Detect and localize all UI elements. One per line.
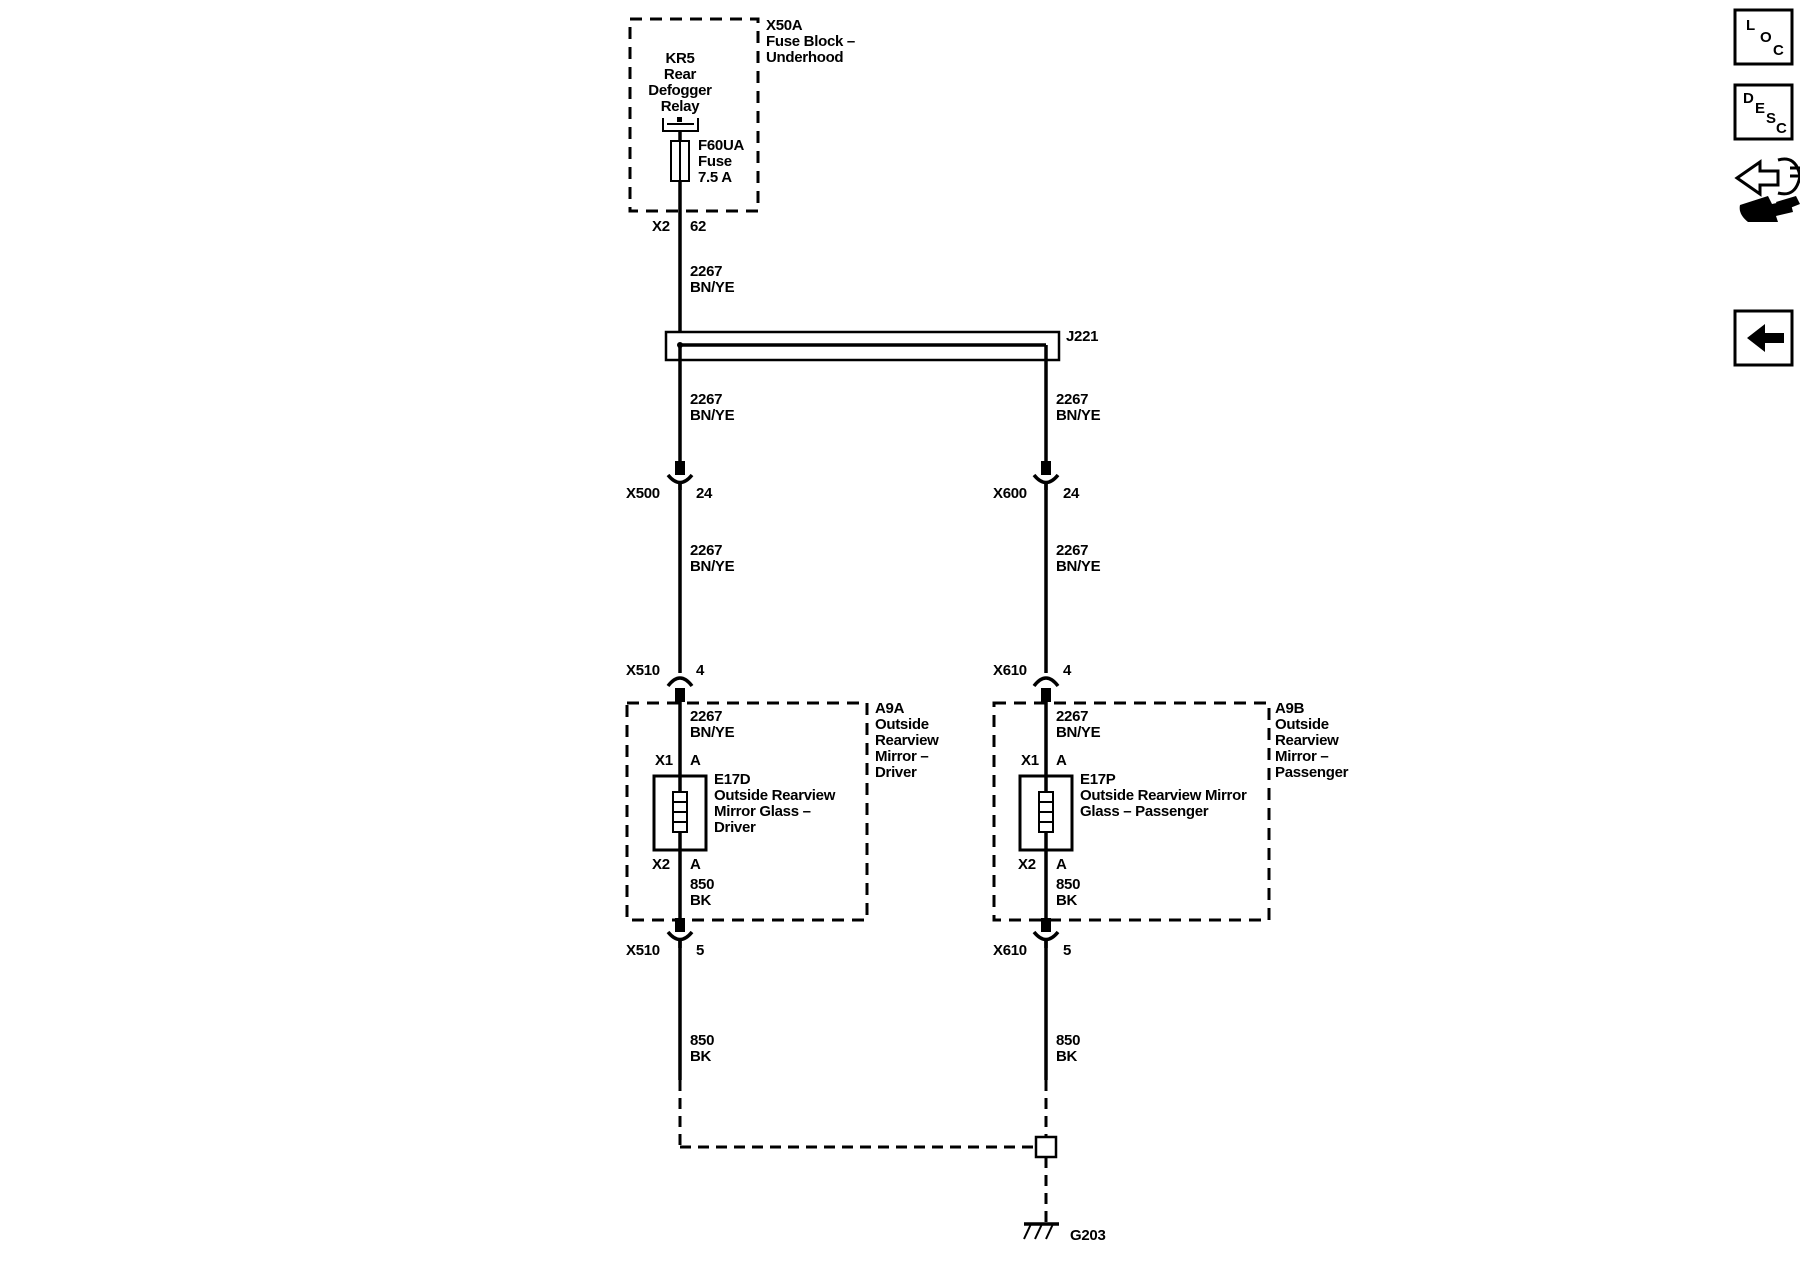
e17p-line-1: Outside Rearview Mirror — [1080, 787, 1247, 804]
connector-x510-pin4[interactable] — [666, 676, 694, 702]
e17p-line-2: Glass – Passenger — [1080, 803, 1209, 820]
connector-x600-pin: 24 — [1063, 485, 1080, 502]
wire-passenger-4-circuit: 850 — [1056, 876, 1080, 893]
driver-x1-label: X1 — [655, 752, 673, 769]
connector-x610-5-id: X610 — [993, 942, 1027, 959]
module-a9b-line-2: Rearview — [1275, 732, 1339, 749]
passenger-x1-label: X1 — [1021, 752, 1039, 769]
connector-x510-id: X510 — [626, 662, 660, 679]
connector-x510-pin: 4 — [696, 662, 705, 679]
module-a9a-line-2: Rearview — [875, 732, 939, 749]
relay-id: KR5 — [665, 50, 694, 67]
wire-driver-5-color: BK — [690, 1048, 712, 1065]
module-a9b-line-4: Passenger — [1275, 764, 1349, 781]
fuse-block-id: X50A — [766, 17, 803, 34]
wire-driver-3-color: BN/YE — [690, 724, 735, 741]
fuse-block-name-2: Underhood — [766, 49, 843, 66]
wire-passenger-1-color: BN/YE — [1056, 407, 1101, 424]
driver-x2-pin: A — [690, 856, 701, 873]
loc-letter-l: L — [1746, 17, 1755, 34]
module-a9a-line-1: Outside — [875, 716, 929, 733]
heater-element-e17p[interactable] — [1018, 774, 1074, 852]
relay-contact-symbol — [662, 117, 699, 140]
wire-driver-1-color: BN/YE — [690, 407, 735, 424]
e17p-id: E17P — [1080, 771, 1116, 788]
module-a9a-id: A9A — [875, 700, 905, 717]
connector-x610-5-pin: 5 — [1063, 942, 1071, 959]
desc-letter-d: D — [1743, 90, 1754, 107]
fuse-rating: 7.5 A — [698, 169, 732, 186]
ground-id: G203 — [1070, 1227, 1106, 1244]
loc-button[interactable]: L O C — [1733, 8, 1794, 66]
connector-x610-pin: 4 — [1063, 662, 1072, 679]
module-a9b-line-3: Mirror – — [1275, 748, 1328, 765]
module-a9b[interactable] — [992, 701, 1271, 922]
e17d-line-3: Driver — [714, 819, 756, 836]
connector-tools-icon[interactable] — [1734, 157, 1800, 222]
wire-passenger-5-color: BK — [1056, 1048, 1078, 1065]
wire-driver-2-circuit: 2267 — [690, 542, 722, 559]
wire-driver-4-circuit: 850 — [690, 876, 714, 893]
fuse-block-pin: 62 — [690, 218, 706, 235]
connector-x500-pin: 24 — [696, 485, 713, 502]
ground-splice-square[interactable] — [1034, 1135, 1058, 1159]
wire-feed-circuit: 2267 — [690, 263, 722, 280]
wire-driver-2-color: BN/YE — [690, 558, 735, 575]
back-arrow-icon — [1747, 324, 1784, 352]
e17d-line-2: Mirror Glass – — [714, 803, 811, 820]
wire-passenger-5-circuit: 850 — [1056, 1032, 1080, 1049]
passenger-x2-pin: A — [1056, 856, 1067, 873]
wire-passenger-3-circuit: 2267 — [1056, 708, 1088, 725]
relay-line-1: Rear — [664, 66, 697, 83]
fuse-block-connector: X2 — [652, 218, 670, 235]
wire-passenger-4-color: BK — [1056, 892, 1078, 909]
back-button[interactable] — [1733, 309, 1794, 367]
wire-passenger-2-color: BN/YE — [1056, 558, 1101, 575]
connector-x510-5-id: X510 — [626, 942, 660, 959]
passenger-x1-pin: A — [1056, 752, 1067, 769]
e17d-line-1: Outside Rearview — [714, 787, 836, 804]
wire-passenger-2-circuit: 2267 — [1056, 542, 1088, 559]
loc-letter-o: O — [1760, 29, 1772, 46]
wire-driver-4-color: BK — [690, 892, 712, 909]
splice-j221[interactable] — [664, 330, 1061, 362]
wire-feed-color: BN/YE — [690, 279, 735, 296]
wire-passenger-3-color: BN/YE — [1056, 724, 1101, 741]
driver-x1-pin: A — [690, 752, 701, 769]
connector-x610-pin4[interactable] — [1032, 676, 1060, 702]
desc-letter-s: S — [1766, 110, 1776, 127]
wire-driver-1-circuit: 2267 — [690, 391, 722, 408]
relay-line-2: Defogger — [648, 82, 712, 99]
connector-x500-id: X500 — [626, 485, 660, 502]
relay-line-3: Relay — [661, 98, 700, 115]
connector-x510-5-pin: 5 — [696, 942, 704, 959]
module-a9a[interactable] — [625, 701, 869, 922]
fuse-type: Fuse — [698, 153, 732, 170]
fuse-id: F60UA — [698, 137, 744, 154]
splice-id: J221 — [1066, 328, 1098, 345]
module-a9b-id: A9B — [1275, 700, 1305, 717]
fuse-f60ua[interactable] — [670, 140, 690, 182]
fuse-block-name-1: Fuse Block – — [766, 33, 855, 50]
wire-driver-5-circuit: 850 — [690, 1032, 714, 1049]
fuse-block-x50a[interactable] — [628, 17, 760, 213]
heater-element-e17d[interactable] — [652, 774, 708, 852]
wire-passenger-1-circuit: 2267 — [1056, 391, 1088, 408]
desc-button[interactable]: D E S C — [1733, 83, 1794, 141]
desc-letter-e: E — [1755, 100, 1765, 117]
connector-x600-id: X600 — [993, 485, 1027, 502]
ground-g203[interactable] — [1023, 1222, 1059, 1240]
e17d-id: E17D — [714, 771, 751, 788]
module-a9a-line-3: Mirror – — [875, 748, 928, 765]
connector-x610-id: X610 — [993, 662, 1027, 679]
ground-path — [678, 1080, 1058, 1222]
desc-letter-c: C — [1776, 120, 1787, 137]
wire-driver-3-circuit: 2267 — [690, 708, 722, 725]
driver-x2-label: X2 — [652, 856, 670, 873]
passenger-x2-label: X2 — [1018, 856, 1036, 873]
module-a9b-line-1: Outside — [1275, 716, 1329, 733]
loc-letter-c: C — [1773, 42, 1784, 59]
module-a9a-line-4: Driver — [875, 764, 917, 781]
